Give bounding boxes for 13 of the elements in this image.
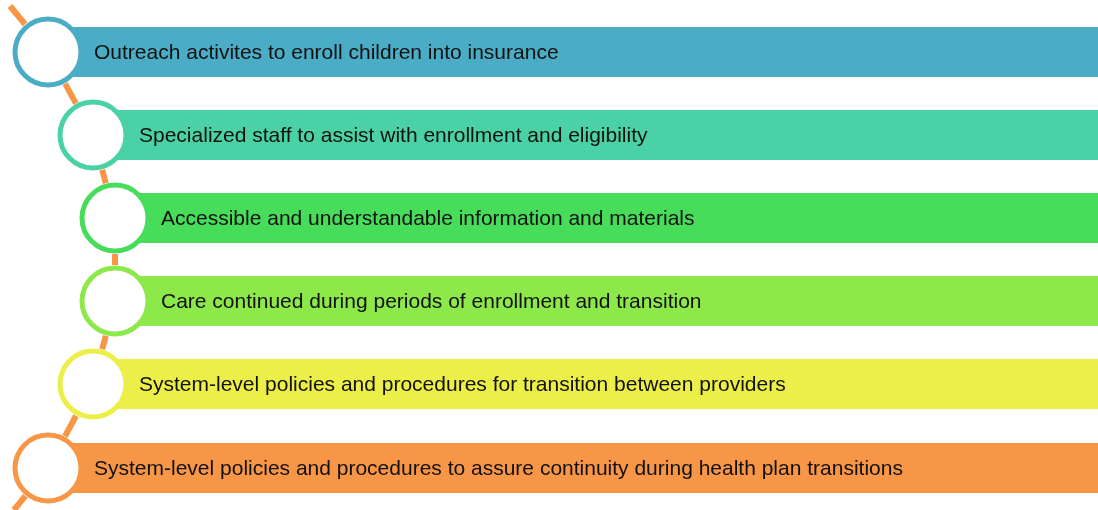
connector-line <box>7 4 28 27</box>
connector-line <box>99 335 109 350</box>
connector-line <box>62 414 79 438</box>
step-label: System-level policies and procedures for transition between providers <box>139 373 786 394</box>
step-label: System-level policies and procedures to assure continuity during health plan transitions <box>94 457 903 478</box>
connector-line <box>11 494 28 510</box>
connector-line <box>99 169 109 184</box>
step-label: Care continued during periods of enrollment and transition <box>161 290 702 311</box>
connector-line <box>112 254 118 265</box>
step-label: Accessible and understandable information and materials <box>161 207 695 228</box>
connector-line <box>62 82 79 105</box>
step-label: Outreach activites to enroll children into insurance <box>94 41 559 62</box>
step-label: Specialized staff to assist with enrollment and eligibility <box>139 124 648 145</box>
